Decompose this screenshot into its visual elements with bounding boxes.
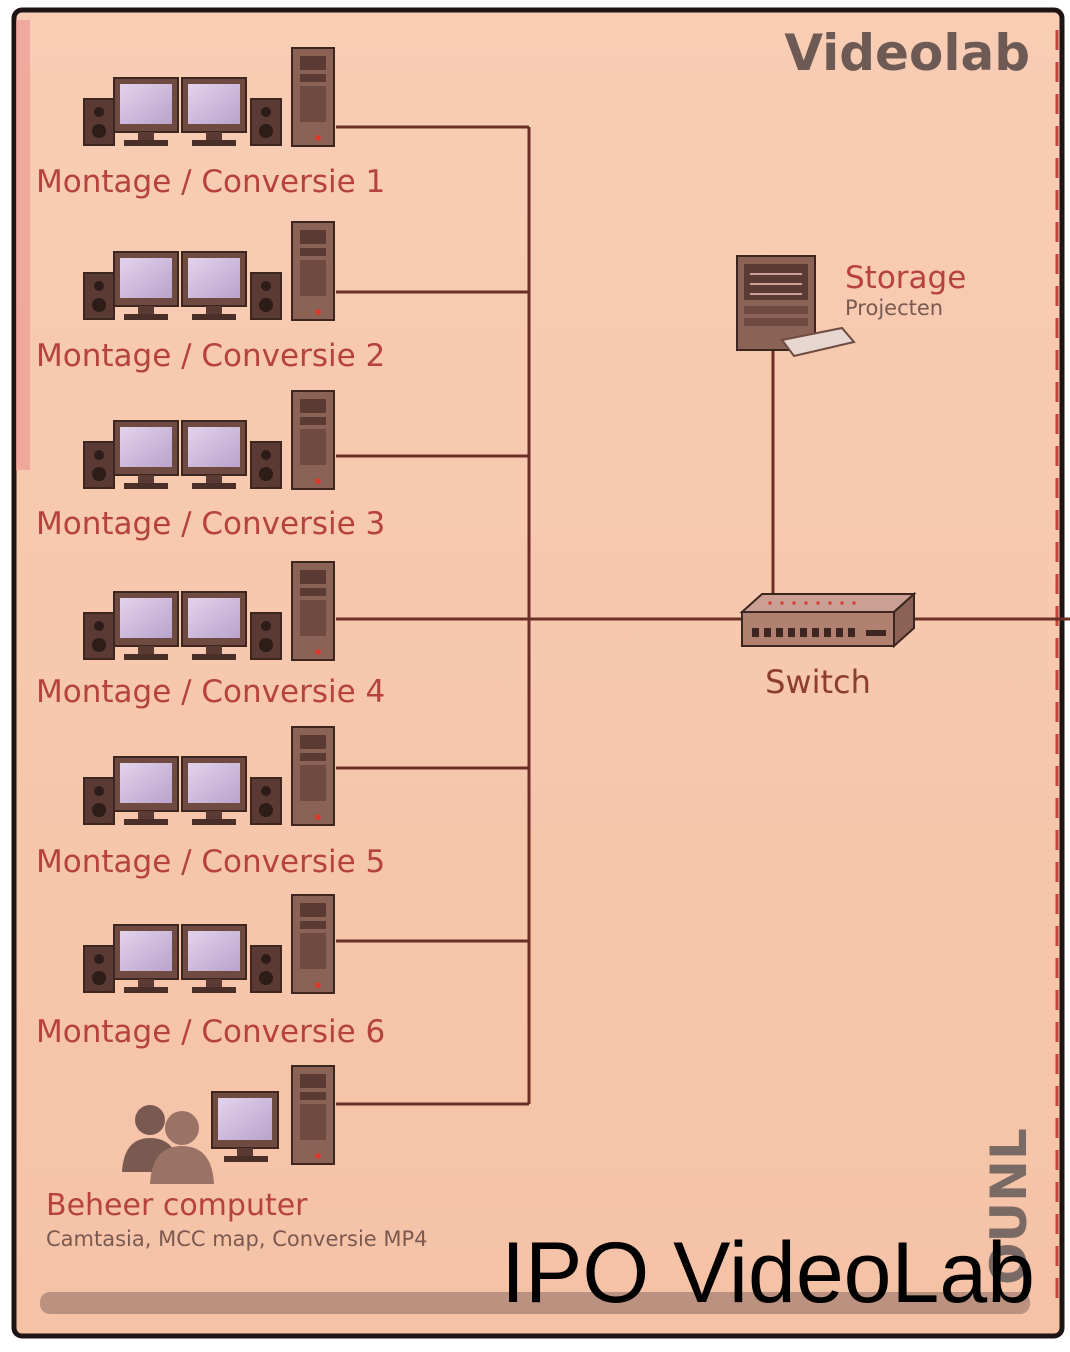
workstation-label: Montage / Conversie 1 — [36, 164, 385, 200]
storage-sublabel: Projecten — [845, 296, 943, 320]
workstation-label: Montage / Conversie 6 — [36, 1014, 385, 1050]
side-label: OUNL — [980, 1128, 1038, 1285]
workstation-4: Montage / Conversie 4 — [36, 561, 385, 710]
storage-label: Storage — [845, 260, 966, 296]
caption: IPO VideoLab — [501, 1225, 1035, 1321]
diagram-title: Videolab — [784, 24, 1030, 82]
users-icon — [122, 1105, 214, 1184]
workstation-label: Montage / Conversie 5 — [36, 844, 385, 880]
workstation-3: Montage / Conversie 3 — [36, 390, 385, 542]
workstation-2: Montage / Conversie 2 — [36, 221, 385, 374]
workstation-label: Montage / Conversie 2 — [36, 338, 385, 374]
workstation-6: Montage / Conversie 6 — [36, 894, 385, 1050]
storage-server-icon — [736, 255, 856, 358]
workstation-5: Montage / Conversie 5 — [36, 726, 385, 880]
workstation-label: Montage / Conversie 4 — [36, 674, 385, 710]
workstation-1: Montage / Conversie 1 — [36, 47, 385, 200]
network-wires — [336, 125, 1070, 1106]
admin-sublabel: Camtasia, MCC map, Conversie MP4 — [46, 1227, 428, 1251]
storage-node: Storage Projecten — [736, 255, 966, 358]
workstation-label: Montage / Conversie 3 — [36, 506, 385, 542]
left-accent-band — [16, 20, 30, 470]
admin-computer: Beheer computer Camtasia, MCC map, Conve… — [46, 1065, 428, 1251]
switch-label: Switch — [765, 663, 871, 701]
admin-label: Beheer computer — [46, 1188, 308, 1223]
switch-node: Switch — [739, 591, 917, 701]
tower-icon — [291, 1065, 335, 1165]
bottom-shadow — [40, 1292, 1030, 1314]
monitor-icon — [211, 1091, 279, 1162]
network-switch-icon — [739, 591, 917, 649]
